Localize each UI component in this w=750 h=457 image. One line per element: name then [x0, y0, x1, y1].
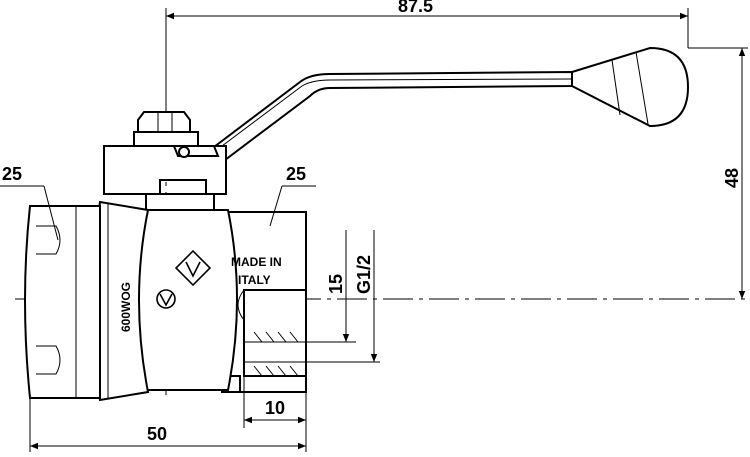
dim-thread: G1/2 [354, 255, 374, 294]
dim-thread-depth: 10 [265, 398, 285, 418]
thread-hatch [244, 331, 306, 377]
dimension-labels: 87.5 48 25 25 15 G1/2 10 50 [2, 0, 742, 444]
dim-bore: 15 [326, 274, 346, 294]
body-markings: 600WOG MADE IN ITALY [119, 249, 282, 332]
dim-right-hex: 25 [286, 164, 306, 184]
valve-logo-icon [174, 249, 212, 287]
left-port [24, 205, 101, 399]
origin-label-line2: ITALY [238, 273, 271, 287]
stem-nut [103, 111, 227, 211]
dim-overall-length: 87.5 [398, 0, 433, 16]
dimension-lines [0, 8, 748, 452]
dim-body-length: 50 [147, 424, 167, 444]
lever-handle [208, 46, 690, 162]
v-logo-icon [156, 289, 176, 309]
valve-body [93, 200, 238, 402]
dim-left-hex: 25 [2, 164, 22, 184]
pressure-rating-label: 600WOG [119, 282, 133, 332]
origin-label-line1: MADE IN [231, 255, 282, 269]
dim-height: 48 [722, 168, 742, 188]
